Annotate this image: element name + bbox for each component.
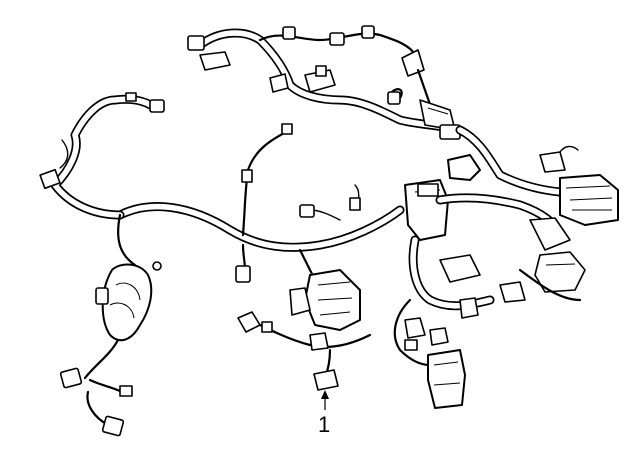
right-harness-assembly	[393, 125, 619, 409]
callout-1: 1	[318, 390, 330, 437]
top-harness	[187, 25, 465, 140]
main-trunk-loom	[115, 202, 405, 252]
left-down-branch	[59, 213, 162, 437]
center-connector-block	[237, 248, 372, 391]
callout-label-1: 1	[318, 412, 330, 437]
left-loop-harness	[39, 92, 165, 220]
center-drop-branch	[235, 123, 361, 283]
